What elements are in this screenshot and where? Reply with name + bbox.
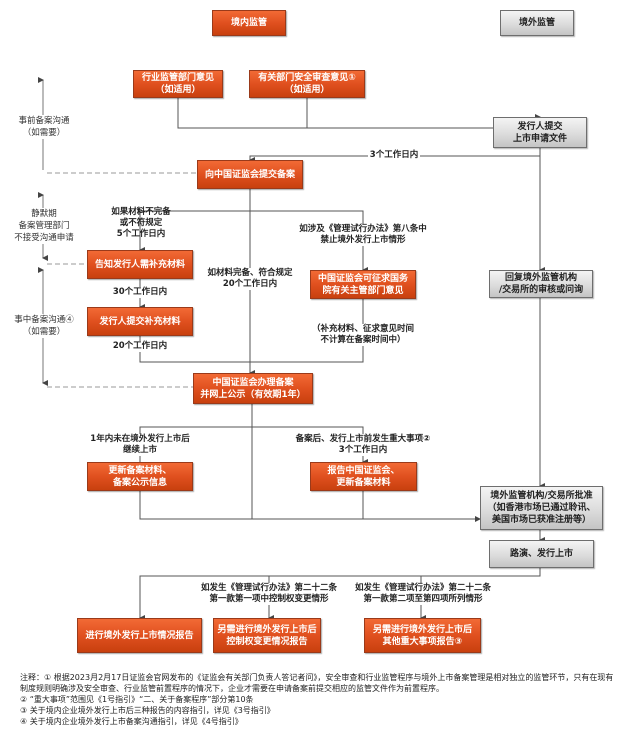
- connector-roadshow-bottom: [139, 567, 541, 621]
- footnote-4: ④ 关于境内企业境外发行上市备案沟通指引，详见《4号指引》: [20, 717, 243, 726]
- box-issuer-submit-application: 发行人提交 上市申请文件: [493, 117, 587, 148]
- box-control-change-report: 另需进行境外发行上市后 控制权变更情况报告: [213, 618, 321, 653]
- box-issuer-submit-supplement: 发行人提交补充材料: [87, 307, 193, 336]
- header-overseas-regulation: 境外监管: [500, 10, 574, 36]
- connector-industry-to-issuer: [177, 97, 541, 132]
- label-incomplete-materials: 如果材料不完备 或不符规定 5个工作日内: [111, 207, 171, 239]
- header-domestic-regulation: 境内监管: [212, 10, 286, 36]
- connector-update-to-approval: [139, 490, 481, 522]
- side-note-quiet-period: 静默期 备案管理部门 不接受沟通申请: [2, 208, 86, 244]
- label-complete-materials: 如材料完备、符合规定 20个工作日内: [200, 268, 300, 290]
- box-report-csrc-update: 报告中国证监会、 更新备案材料: [310, 462, 417, 491]
- label-not-counted: （补充材料、征求意见时间 不计算在备案时间中）: [305, 324, 421, 346]
- side-note-mid-filing: 事中备案沟通④ （如需要）: [6, 314, 82, 338]
- label-article22-items2-4: 如发生《管理试行办法》第二十二条 第一款第二项至第四项所列情形: [348, 583, 498, 605]
- label-article-eight: 如涉及《管理试行办法》第八条中 禁止境外发行上市情形: [290, 224, 436, 246]
- box-reply-overseas-regulator: 回复境外监管机构 /交易所的审核或问询: [489, 270, 593, 298]
- label-article22-item1: 如发生《管理试行办法》第二十二条 第一款第一项中控制权变更情形: [196, 583, 342, 605]
- box-industry-opinion: 行业监管部门意见 （如适用）: [133, 70, 223, 98]
- box-roadshow-listing: 路演、发行上市: [489, 540, 594, 568]
- footnotes: 注释：① 根据2023月2月17日证监会官网发布的《证监会有关部门负责人答记者问…: [20, 672, 618, 727]
- box-other-major-report: 另需进行境外发行上市后 其他重大事项报告③: [364, 618, 481, 653]
- side-note-pre-filing: 事前备案沟通 （如需要）: [8, 115, 80, 139]
- label-one-year-unlisted: 1年内未在境外发行上市后 继续上市: [82, 434, 198, 456]
- box-update-filing-materials: 更新备案材料、 备案公示信息: [87, 462, 193, 491]
- box-csrc-complete-filing: 中国证监会办理备案 并网上公示（有效期1年）: [193, 373, 313, 404]
- footnote-2: ② “重大事项”范围见《1号指引》“二、关于备案程序”部分第10条: [20, 695, 254, 704]
- box-security-review: 有关部门安全审查意见① （如适用）: [249, 70, 365, 98]
- box-listing-report: 进行境外发行上市情况报告: [77, 618, 202, 653]
- box-notify-supplement: 告知发行人需补充材料: [87, 250, 193, 279]
- box-submit-filing-csrc: 向中国证监会提交备案: [197, 160, 303, 189]
- box-csrc-consult-state-council: 中国证监会可征求国务 院有关主管部门意见: [310, 270, 416, 299]
- footnote-1: 注释：① 根据2023月2月17日证监会官网发布的《证监会有关部门负责人答记者问…: [20, 673, 614, 693]
- box-overseas-approval: 境外监管机构/交易所批准 （如香港市场已通过聆讯、 美国市场已获准注册等）: [480, 486, 603, 530]
- label-twenty-days: 20个工作日内: [105, 341, 175, 352]
- footnote-3: ③ 关于境内企业境外发行上市后三种报告的内容指引，详见《3号指引》: [20, 706, 275, 715]
- label-thirty-days: 30个工作日内: [105, 287, 175, 298]
- label-major-event-after-filing: 备案后、发行上市前发生重大事项② 3个工作日内: [288, 434, 438, 456]
- label-three-days: 3个工作日内: [368, 150, 420, 161]
